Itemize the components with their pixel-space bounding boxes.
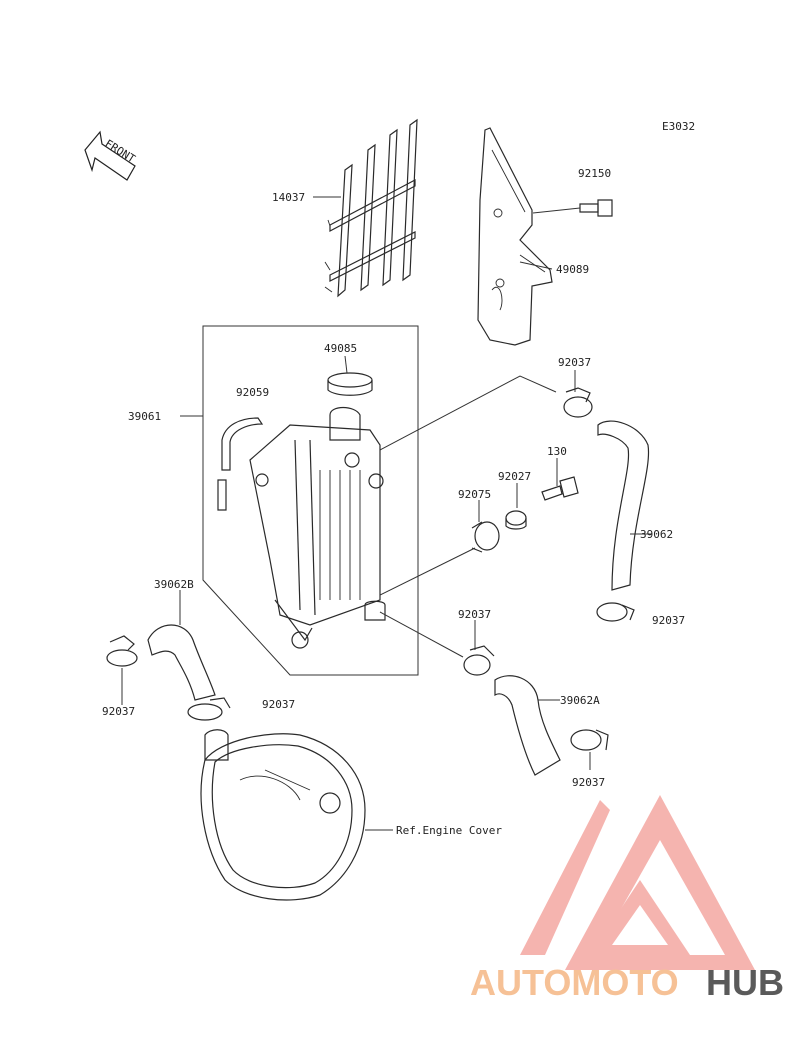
hose-clamp-left (106, 635, 138, 667)
washer-92027 (505, 510, 527, 530)
radiator-hose-39062B (147, 624, 216, 701)
callout-92037-c: 92037 (102, 705, 135, 718)
grommet-92075 (471, 521, 500, 553)
callout-39061: 39061 (128, 410, 161, 423)
callout-39062B: 39062B (154, 578, 194, 591)
callout-39062A: 39062A (560, 694, 600, 707)
svg-text:HUB: HUB (706, 962, 784, 1003)
callout-92037-f: 92037 (572, 776, 605, 789)
hose-clamp-lower-right (570, 729, 609, 751)
callout-49089: 49089 (556, 263, 589, 276)
bolt-92150 (579, 199, 613, 217)
callout-39062: 39062 (640, 528, 673, 541)
callout-130: 130 (547, 445, 567, 458)
radiator-hose-39062A (494, 675, 561, 776)
svg-text:AUTOMOTO: AUTOMOTO (470, 962, 679, 1003)
callout-92037-a: 92037 (558, 356, 591, 369)
callout-92059: 92059 (236, 386, 269, 399)
callout-92037-b: 92037 (652, 614, 685, 627)
hose-clamp-top (563, 387, 593, 418)
watermark-wordmark: AUTOMOTO HUB (470, 962, 784, 1003)
engine-cover (200, 729, 366, 901)
radiator-louver-14037 (324, 118, 418, 298)
engine-cover-ref: Ref.Engine Cover (396, 824, 502, 837)
diagram-code: E3032 (662, 120, 695, 133)
callout-92027: 92027 (498, 470, 531, 483)
callout-92037-e: 92037 (458, 608, 491, 621)
breather-hose-92059 (217, 417, 264, 511)
hose-clamp-right (596, 602, 635, 622)
callout-92037-d: 92037 (262, 698, 295, 711)
radiator-shroud-49089 (477, 127, 553, 346)
callout-49085: 49085 (324, 342, 357, 355)
radiator-hose-39062 (597, 420, 650, 591)
hose-clamp-middle (463, 645, 495, 676)
radiator-cap-49085 (327, 372, 373, 396)
watermark-logo (520, 795, 755, 970)
radiator-assembly-frame (202, 325, 419, 676)
leader-lines (121, 196, 652, 831)
hose-clamp-lower-left (187, 697, 231, 721)
bolt-130 (541, 476, 579, 501)
front-arrow-icon: FRONT (84, 130, 138, 181)
callout-92150: 92150 (578, 167, 611, 180)
callout-14037: 14037 (272, 191, 305, 204)
callout-92075: 92075 (458, 488, 491, 501)
radiator-body (249, 406, 386, 649)
